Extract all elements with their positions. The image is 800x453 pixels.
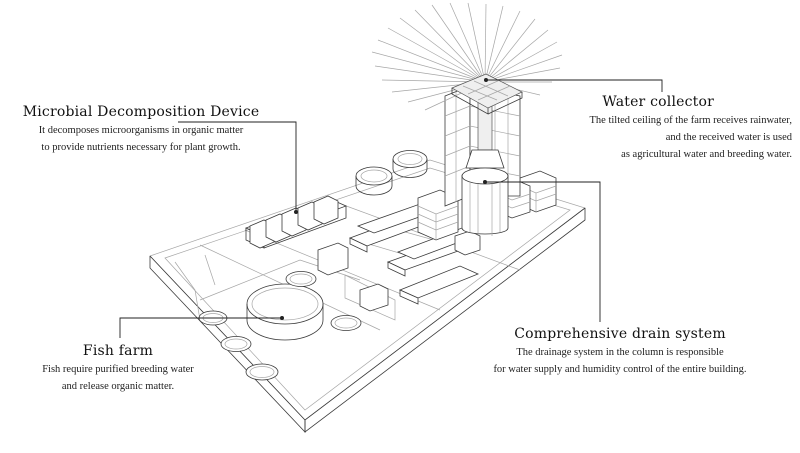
fish-farm-tanks [198, 271, 362, 381]
microbial-device-desc-line-2: to provide nutrients necessary for plant… [41, 142, 241, 153]
round-tanks [355, 150, 428, 196]
microbial-device-label: Microbial Decomposition Device It decomp… [18, 104, 264, 154]
drain-system-title: Comprehensive drain system [514, 326, 726, 342]
fish-farm-title: Fish farm [82, 343, 154, 359]
water-collector-label: Water collector The tilted ceiling of th… [542, 94, 792, 161]
fish-farm-label: Fish farm Fish require purified breeding… [28, 343, 208, 393]
microbial-device-boxes [244, 195, 348, 249]
water-collector-title: Water collector [602, 94, 714, 110]
water-collector-desc-line-3: as agricultural water and breeding water… [621, 149, 792, 160]
drain-system-desc-line-1: The drainage system in the column is res… [516, 347, 724, 358]
microbial-device-desc-line-1: It decomposes microorganisms in organic … [38, 125, 244, 136]
drain-system-desc-line-2: for water supply and humidity control of… [493, 364, 747, 375]
water-collector-desc-line-1: The tilted ceiling of the farm receives … [589, 115, 792, 126]
drain-system-label: Comprehensive drain system The drainage … [470, 326, 770, 376]
leader-lines [119, 78, 663, 338]
fish-farm-desc-line-2: and release organic matter. [61, 381, 175, 392]
collector-basin [451, 73, 523, 115]
fish-farm-desc-line-1: Fish require purified breeding water [42, 364, 194, 375]
microbial-device-title: Microbial Decomposition Device [22, 104, 260, 120]
water-collector-desc-line-2: and the received water is used [665, 132, 792, 143]
